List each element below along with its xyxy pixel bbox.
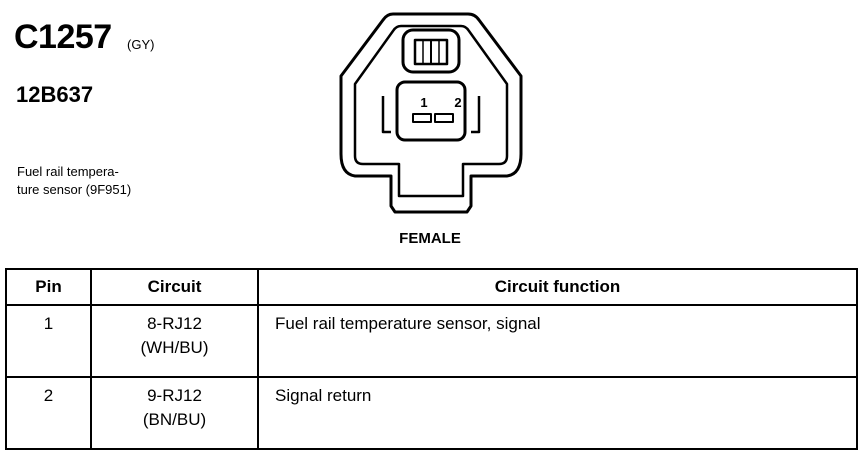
- cell-pin: 2: [5, 376, 92, 450]
- part-number: 12B637: [16, 82, 94, 107]
- circuit-number: 9-RJ12: [147, 386, 202, 405]
- connector-description: Fuel rail tempera- ture sensor (9F951): [17, 163, 217, 199]
- header-circuit: Circuit: [90, 268, 259, 306]
- pin-cavity-block: [395, 80, 467, 142]
- cell-function: Signal return: [257, 376, 858, 450]
- pin-label-2: 2: [454, 95, 461, 110]
- circuit-number: 8-RJ12: [147, 314, 202, 333]
- connector-color-code: (GY): [127, 37, 155, 52]
- cell-circuit: 9-RJ12 (BN/BU): [90, 376, 259, 450]
- header-circuit-function: Circuit function: [257, 268, 858, 306]
- description-line-1: Fuel rail tempera-: [17, 164, 119, 179]
- table-row: 2 9-RJ12 (BN/BU) Signal return: [5, 376, 858, 450]
- guide-rail-right: [471, 96, 481, 134]
- description-line-2: ture sensor (9F951): [17, 182, 132, 197]
- cell-pin: 1: [5, 304, 92, 378]
- connector-gender: FEMALE: [399, 230, 461, 247]
- pin-table: Pin Circuit Circuit function 1 8-RJ12 (W…: [5, 268, 858, 450]
- table-row: 1 8-RJ12 (WH/BU) Fuel rail temperature s…: [5, 304, 858, 378]
- cell-function: Fuel rail temperature sensor, signal: [257, 304, 858, 378]
- guide-rail-left: [381, 96, 391, 134]
- cell-circuit: 8-RJ12 (WH/BU): [90, 304, 259, 378]
- pin-label-1: 1: [420, 95, 427, 110]
- pin-terminal: [412, 113, 432, 123]
- connector-face-diagram: 1 2: [339, 12, 523, 214]
- locking-tab: [401, 28, 461, 74]
- connector-outer-housing: [339, 12, 523, 214]
- header-pin: Pin: [5, 268, 92, 306]
- connector-id: C1257: [14, 18, 112, 56]
- connector-inner-shell: [353, 24, 509, 198]
- wire-color: (BN/BU): [142, 410, 207, 429]
- table-header-row: Pin Circuit Circuit function: [5, 268, 858, 306]
- wire-color: (WH/BU): [140, 338, 209, 357]
- pin-terminal: [434, 113, 454, 123]
